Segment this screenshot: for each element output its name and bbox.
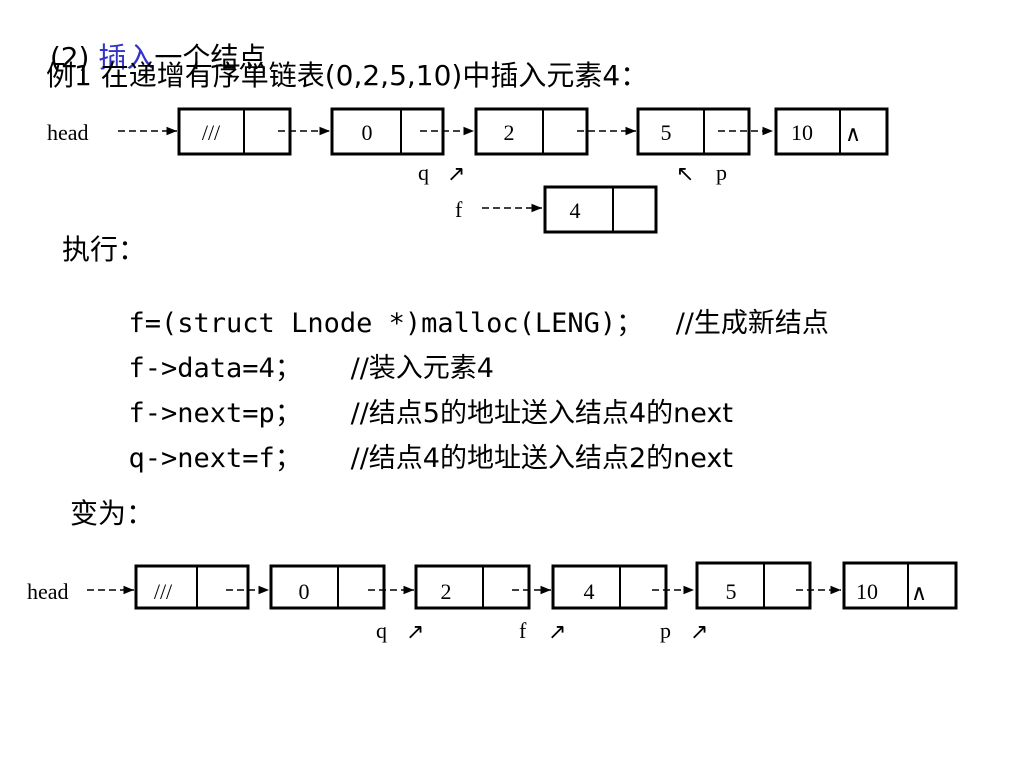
after-node-4: 4 — [551, 564, 668, 610]
code-statement: f=(struct Lnode *)malloc(LENG)； — [128, 308, 676, 339]
before-node-value: 10 — [791, 120, 813, 145]
after-node-10: 10 ∧ — [842, 561, 958, 610]
before-node-value: 2 — [504, 120, 515, 145]
after-f-arrow-icon: ↗ — [548, 620, 566, 645]
f-pointer-label: f — [455, 197, 463, 222]
after-node-value: 5 — [726, 579, 737, 604]
after-node-value: /// — [154, 579, 173, 604]
exec-label: 执行： — [62, 233, 147, 266]
after-node-value: 4 — [584, 579, 595, 604]
q-pointer-arrow-icon: ↗ — [447, 162, 465, 187]
after-list: head /// 0 2 4 — [27, 561, 958, 645]
code-comment: //装入元素4 — [350, 353, 494, 384]
before-head-label: head — [47, 120, 89, 145]
before-node-value: /// — [202, 120, 221, 145]
after-node-5: 5 — [695, 561, 812, 610]
code-statement: f->next=p； — [128, 398, 351, 429]
after-node-value: 0 — [299, 579, 310, 604]
section-heading: (2) 插入一个结点 — [32, 16, 267, 74]
code-line-2: f->data=4； //装入元素4 — [96, 328, 494, 382]
code-statement: f->data=4； — [128, 353, 351, 384]
p-pointer-label: p — [716, 160, 727, 185]
code-comment: //结点5的地址送入结点4的next — [350, 398, 733, 429]
after-node-0: 0 — [269, 564, 386, 610]
after-q-arrow-icon: ↗ — [406, 620, 424, 645]
q-pointer-label: q — [418, 160, 429, 185]
before-node-value: 0 — [362, 120, 373, 145]
p-pointer-arrow-icon: ↖ — [676, 162, 694, 187]
code-line-1: f=(struct Lnode *)malloc(LENG)； //生成新结点 — [96, 283, 829, 337]
after-f-label: f — [519, 618, 527, 643]
before-node-value: 5 — [661, 120, 672, 145]
after-node-header: /// — [134, 564, 250, 610]
code-statement: q->next=f； — [128, 443, 351, 474]
code-line-3: f->next=p； //结点5的地址送入结点4的next — [96, 373, 733, 427]
before-node-5: 5 — [636, 107, 751, 156]
heading-rest: 一个结点 — [154, 41, 267, 74]
after-q-label: q — [376, 618, 387, 643]
after-node-value: 10 — [856, 579, 878, 604]
after-head-label: head — [27, 579, 69, 604]
new-node-4: 4 — [543, 185, 658, 234]
code-comment: //生成新结点 — [675, 308, 829, 339]
before-list: head /// 0 2 5 — [47, 107, 889, 234]
after-node-2: 2 — [414, 564, 531, 610]
code-comment: //结点4的地址送入结点2的next — [350, 443, 733, 474]
new-node-value: 4 — [570, 198, 581, 223]
after-p-arrow-icon: ↗ — [690, 620, 708, 645]
before-node-header: /// — [177, 107, 292, 156]
code-line-4: q->next=f； //结点4的地址送入结点2的next — [96, 418, 733, 472]
example-statement: 例1 在递增有序单链表(0,2,5,10)中插入元素4： — [46, 59, 649, 92]
heading-highlight: 插入 — [98, 41, 155, 74]
before-node-10: 10 ∧ — [774, 107, 889, 156]
heading-number: (2) — [49, 41, 99, 74]
after-node-value: 2 — [441, 579, 452, 604]
null-pointer-symbol: ∧ — [845, 122, 861, 147]
after-p-label: p — [660, 618, 671, 643]
before-node-2: 2 — [474, 107, 589, 156]
becomes-label: 变为： — [70, 497, 155, 530]
null-pointer-symbol: ∧ — [911, 581, 927, 606]
